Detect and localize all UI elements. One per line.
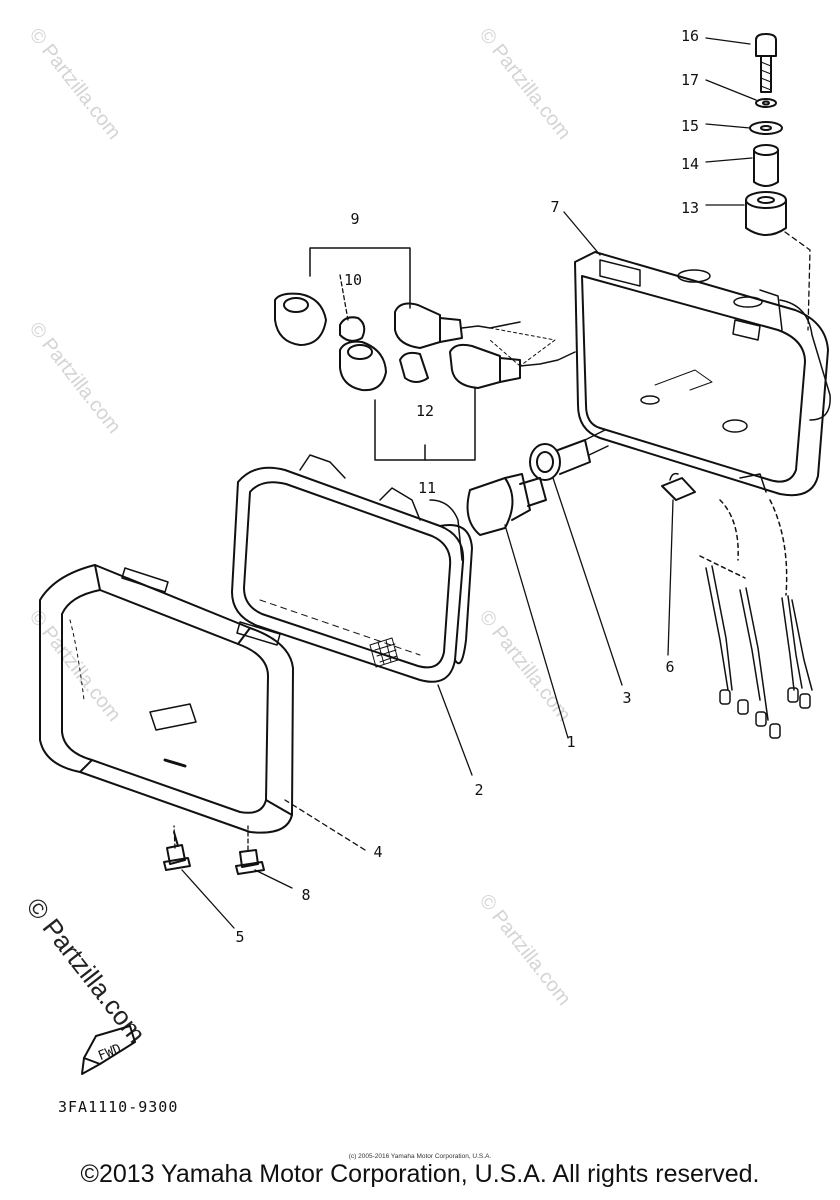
callout-13: 13 bbox=[680, 199, 700, 217]
mounting-hardware bbox=[745, 33, 787, 236]
callout-17: 17 bbox=[680, 71, 700, 89]
fwd-label: FWD bbox=[96, 1041, 124, 1064]
fwd-arrow: FWD bbox=[81, 1025, 136, 1075]
callout-15: 15 bbox=[680, 117, 700, 135]
callout-4: 4 bbox=[373, 843, 383, 861]
wire-leads bbox=[699, 499, 813, 739]
callout-3: 3 bbox=[622, 689, 632, 707]
callout-12: 12 bbox=[415, 402, 435, 420]
callout-6: 6 bbox=[665, 658, 675, 676]
callout-5: 5 bbox=[235, 928, 245, 946]
callout-1: 1 bbox=[566, 733, 576, 751]
callout-10: 10 bbox=[343, 271, 363, 289]
screw bbox=[235, 849, 265, 875]
bulb bbox=[466, 473, 547, 536]
callout-7: 7 bbox=[550, 198, 560, 216]
callout-8: 8 bbox=[301, 886, 311, 904]
headlight-housing bbox=[574, 251, 831, 497]
position-lamp-assembly bbox=[274, 247, 576, 461]
copyright-notice: ©2013 Yamaha Motor Corporation, U.S.A. A… bbox=[80, 1160, 760, 1188]
leader-lines bbox=[173, 37, 811, 929]
callout-2: 2 bbox=[474, 781, 484, 799]
headlight-rim bbox=[39, 564, 294, 834]
callout-11: 11 bbox=[417, 479, 437, 497]
fine-print: (c) 2005-2016 Yamaha Motor Corporation, … bbox=[348, 1153, 492, 1160]
wire-clip bbox=[661, 472, 696, 501]
callout-14: 14 bbox=[680, 155, 700, 173]
callout-9: 9 bbox=[350, 210, 360, 228]
headlight-unit bbox=[231, 454, 473, 683]
drawing-code: 3FA1110-9300 bbox=[58, 1098, 179, 1116]
callout-16: 16 bbox=[680, 27, 700, 45]
screw bbox=[163, 831, 191, 871]
